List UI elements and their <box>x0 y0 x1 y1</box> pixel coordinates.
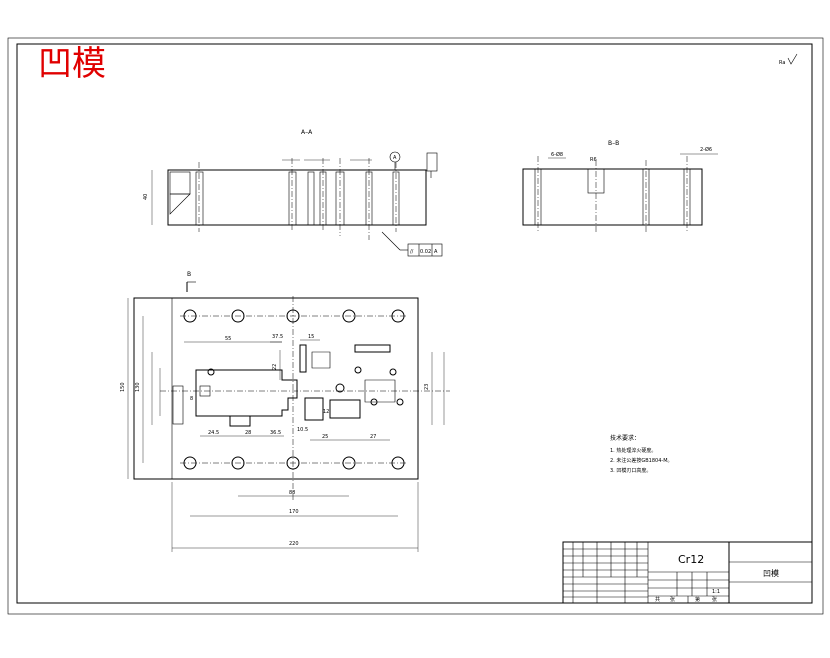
dim-24-5: 24.5 <box>208 430 219 436</box>
dim-25: 25 <box>322 434 328 440</box>
roughness-label: Ra <box>779 60 785 66</box>
dim-22: 22 <box>272 364 278 370</box>
parallelism-tolerance-frame: // 0.02 A <box>407 243 443 257</box>
dim-27: 27 <box>370 434 376 440</box>
scale-value: 1:1 <box>712 589 720 595</box>
plan-outline <box>133 297 419 480</box>
dim-55: 55 <box>225 336 231 342</box>
dim-36-5: 36.5 <box>270 430 281 436</box>
plan-inner-frame <box>171 297 419 480</box>
dim-15: 15 <box>308 334 314 340</box>
bb-dim-pins: 2-Ø6 <box>700 146 712 153</box>
plan-view: B <box>120 271 450 552</box>
dim-23: 23 <box>424 384 430 390</box>
dim-10-5: 10.5 <box>297 427 308 433</box>
title-block: Cr12 凹模 1:1 共 张 第 张 <box>562 541 813 604</box>
inner-frame <box>16 43 813 604</box>
outer-frame <box>7 37 824 615</box>
dim-inner-height: 130 <box>135 382 141 392</box>
sheet-total-label: 共 <box>655 596 660 603</box>
section-aa-body <box>167 169 427 226</box>
notes-title: 技术要求： <box>610 434 640 442</box>
tolerance-symbol: // <box>410 249 414 255</box>
section-aa: A–A 40 A <box>143 129 443 257</box>
dim-8: 8 <box>190 396 193 402</box>
aa-bores <box>195 171 400 226</box>
dim-12: 12 <box>323 409 329 415</box>
datum-a-label: A <box>393 155 397 161</box>
section-mark-b: B <box>187 271 191 278</box>
sheet-index-label: 第 <box>695 596 700 603</box>
technical-notes: 技术要求： 1. 热处理淬火硬度。 2. 未注公差按GB1804-M。 3. 凹… <box>610 434 673 474</box>
dim-inner-width: 170 <box>289 509 299 515</box>
note-2: 2. 未注公差按GB1804-M。 <box>610 457 673 464</box>
sheet-index-unit: 张 <box>712 596 717 603</box>
note-1: 1. 热处理淬火硬度。 <box>610 447 656 454</box>
section-aa-label: A–A <box>301 129 313 136</box>
die-cavity-outline <box>195 369 298 427</box>
part-name: 凹模 <box>763 568 779 578</box>
screw-holes <box>183 309 405 470</box>
section-bb-body <box>522 168 703 226</box>
dim-hole-pitch: 88 <box>289 490 295 496</box>
roughness-symbol: Ra <box>779 53 798 66</box>
sheet-total-unit: 张 <box>670 596 675 603</box>
svg-text:40: 40 <box>143 194 149 200</box>
dim-overall-height: 150 <box>120 382 126 392</box>
dim-28: 28 <box>245 430 251 436</box>
die-stamp-title: 凹模 <box>38 44 106 84</box>
bb-dim-holes: 6-Ø8 <box>551 151 563 158</box>
note-3: 3. 凹模刃口高度。 <box>610 467 651 474</box>
tolerance-datum: A <box>434 249 438 255</box>
tolerance-value: 0.02 <box>420 249 431 255</box>
section-bb: B–B 6-Ø8 R6 2-Ø6 <box>522 140 718 232</box>
dim-37-5: 37.5 <box>272 334 283 340</box>
section-bb-label: B–B <box>608 140 619 147</box>
material-label: Cr12 <box>678 553 704 566</box>
bb-dim-radius: R6 <box>590 157 597 163</box>
dim-overall-width: 220 <box>289 541 299 547</box>
